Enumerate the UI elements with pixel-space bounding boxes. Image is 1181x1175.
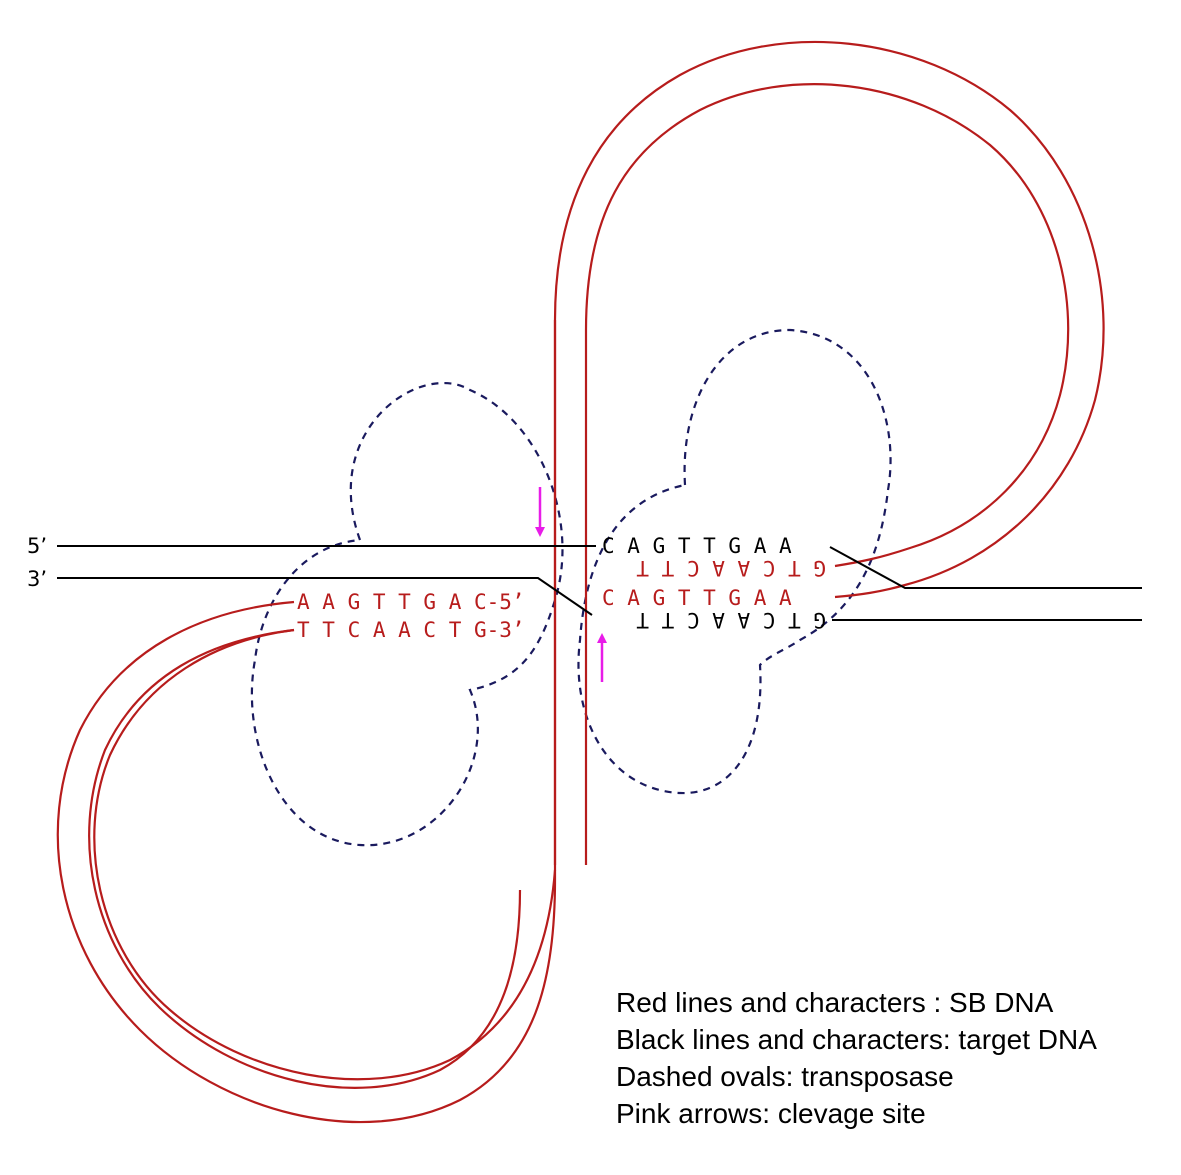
transposase-left-oval	[250, 381, 564, 847]
sb-dna-inner-strand-continued	[584, 83, 1070, 865]
right-sequence-row4: G T C A A C T T	[636, 608, 826, 632]
sb-dna-strands	[56, 40, 1105, 1124]
sb-dna-outer-strand	[56, 40, 1105, 1124]
three-prime-label: 3’	[27, 567, 47, 591]
right-sequence-row1: C A G T T G A A	[602, 534, 792, 558]
target-dna-strands	[57, 545, 1142, 621]
target-dna-bottom-strand-left	[57, 577, 593, 616]
target-dna-top-strand-right	[829, 546, 1142, 589]
legend-transposase: Dashed ovals: transposase	[616, 1061, 954, 1092]
five-prime-label: 5’	[27, 534, 47, 558]
right-sequence-row2: G T C A A C T T	[636, 556, 826, 580]
sb-dna-left-loop-inner	[93, 628, 557, 1081]
transposase-right-oval	[577, 328, 892, 795]
legend: Red lines and characters : SB DNA Black …	[616, 984, 1097, 1132]
right-sequence-row3: C A G T T G A A	[602, 586, 792, 610]
left-sequence-top: A A G T T G A C-5’	[297, 590, 525, 614]
sb-dna-inner-strand	[88, 628, 522, 1089]
left-sequence-bottom: T T C A A C T G-3’	[297, 618, 525, 642]
legend-sb-dna: Red lines and characters : SB DNA	[616, 987, 1054, 1018]
legend-cleavage-arrows: Pink arrows: clevage site	[616, 1098, 926, 1129]
legend-target-dna: Black lines and characters: target DNA	[616, 1024, 1097, 1055]
